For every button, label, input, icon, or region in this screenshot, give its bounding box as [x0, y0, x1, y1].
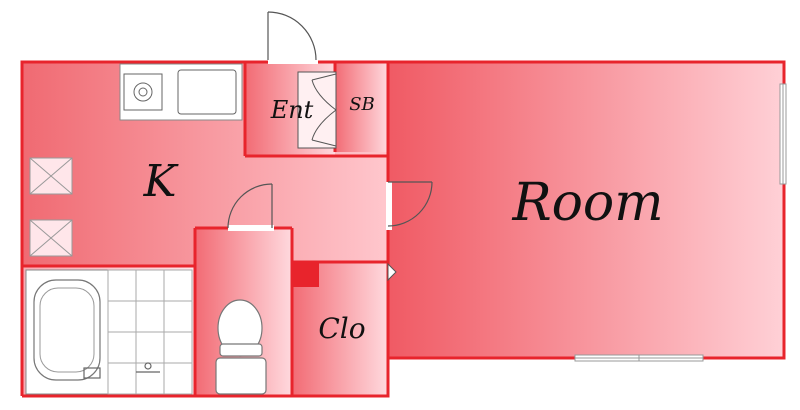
windows: [574, 83, 787, 362]
closet-door-marker: [387, 262, 397, 282]
kitchen-label: K: [143, 156, 179, 207]
toilet-bowl: [215, 299, 267, 395]
shoe-box-doors: [297, 71, 337, 149]
bath-floor-tiles: [107, 269, 193, 395]
closet-label: Clo: [318, 312, 365, 345]
toilet-door: [227, 183, 274, 231]
storage-boxes: [29, 157, 73, 257]
shoe-box-area: [335, 62, 388, 152]
entrance-label: Ent: [270, 96, 314, 124]
shoe-box-label: SB: [349, 94, 375, 115]
front-door: [267, 11, 318, 64]
bathtub: [25, 269, 109, 395]
kitchen-counter: [119, 63, 243, 121]
faucet-icon: [83, 362, 160, 379]
room-label: Room: [511, 173, 663, 233]
pillar: [293, 261, 319, 287]
room-door: [386, 181, 433, 230]
room-area: [388, 62, 783, 358]
